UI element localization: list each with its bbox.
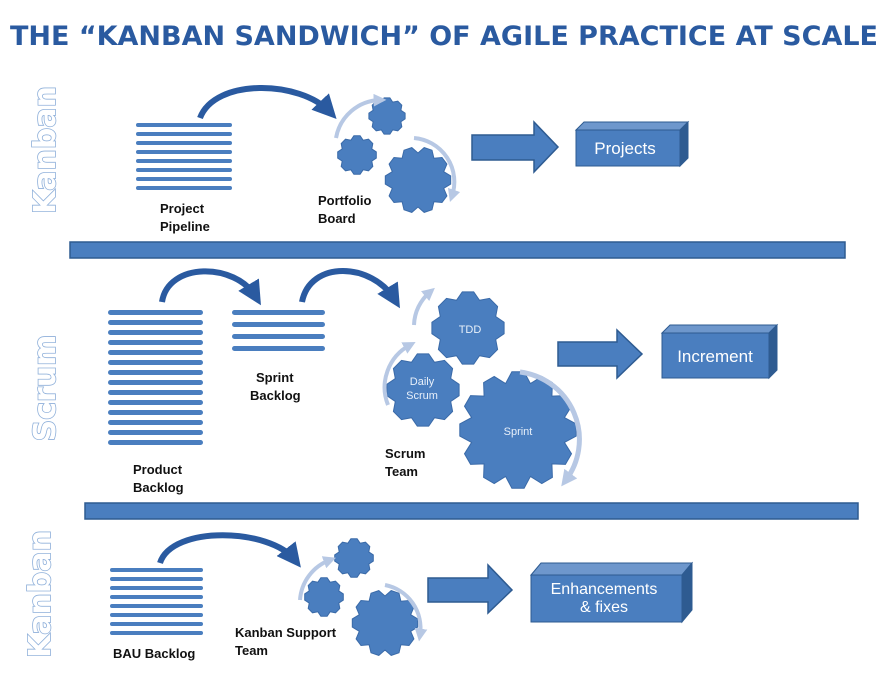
curved-arrow-pipeline-to-board (197, 85, 337, 120)
bau-backlog-label: BAU Backlog (113, 646, 195, 661)
portfolio-board-label-line2: Board (318, 211, 356, 226)
cycle-arrow (298, 556, 337, 601)
gear-icon (351, 590, 419, 656)
side-label-scrum: Scrum (28, 335, 63, 442)
cycle-arrow (412, 287, 435, 326)
page-title: THE “KANBAN SANDWICH” OF AGILE PRACTICE … (10, 21, 878, 52)
gear-icon (304, 577, 344, 617)
gear-label-tdd: TDD (459, 324, 482, 336)
kanban-support-gears (304, 538, 419, 656)
product-backlog-label-line2: Backlog (133, 480, 184, 495)
gear-icon (334, 538, 374, 578)
increment-box: Increment (660, 323, 779, 380)
divider-bar-lower (84, 502, 859, 520)
cycle-arrow (413, 136, 461, 203)
gear-icon (384, 147, 452, 213)
gear-label-scrum: Scrum (406, 390, 438, 402)
kanban-support-label-line1: Kanban Support (235, 625, 337, 640)
gear-icon (337, 135, 377, 175)
project-pipeline-stack (136, 123, 232, 190)
scrum-team-gears (386, 291, 577, 489)
product-backlog-stack (108, 310, 203, 445)
curved-arrow-product-to-sprint (159, 268, 261, 306)
gear-label-sprint: Sprint (504, 426, 533, 438)
gear-icon (431, 291, 505, 365)
cycle-arrow (519, 369, 582, 487)
cycle-arrow (334, 93, 387, 139)
block-arrow-bottom (427, 563, 514, 615)
curved-arrow-bau-to-support (157, 532, 301, 568)
gear-icon (459, 371, 577, 489)
projects-box: Projects (574, 120, 690, 168)
pipeline-label-line2: Pipeline (160, 219, 210, 234)
cycle-arrow (382, 341, 416, 406)
gear-label-daily: Daily (410, 376, 435, 388)
increment-box-label: Increment (677, 347, 753, 366)
block-arrow-top (471, 120, 560, 174)
gear-icon (386, 353, 460, 427)
enhancements-box-label-line2: & fixes (580, 599, 628, 616)
cycle-arrow (384, 583, 428, 642)
enhancements-box-label-line1: Enhancements (551, 581, 658, 598)
scrum-team-label-line2: Team (385, 464, 418, 479)
projects-box-label: Projects (594, 139, 655, 158)
sprint-backlog-label-line1: Sprint (256, 370, 294, 385)
product-backlog-label-line1: Product (133, 462, 183, 477)
portfolio-board-gears (337, 97, 452, 213)
bau-backlog-stack (110, 568, 203, 635)
side-label-kanban-top: Kanban (28, 86, 63, 214)
curved-arrow-sprint-to-team (299, 268, 400, 309)
scrum-team-label-line1: Scrum (385, 446, 425, 461)
kanban-support-label-line2: Team (235, 643, 268, 658)
pipeline-label-line1: Project (160, 201, 205, 216)
block-arrow-middle (557, 328, 644, 380)
gear-icon (368, 97, 406, 135)
portfolio-board-label-line1: Portfolio (318, 193, 371, 208)
divider-bar-upper (69, 241, 846, 259)
enhancements-box: Enhancements & fixes (529, 561, 694, 624)
sprint-backlog-label-line2: Backlog (250, 388, 301, 403)
sprint-backlog-stack (232, 310, 325, 351)
side-label-kanban-bottom: Kanban (23, 530, 58, 658)
